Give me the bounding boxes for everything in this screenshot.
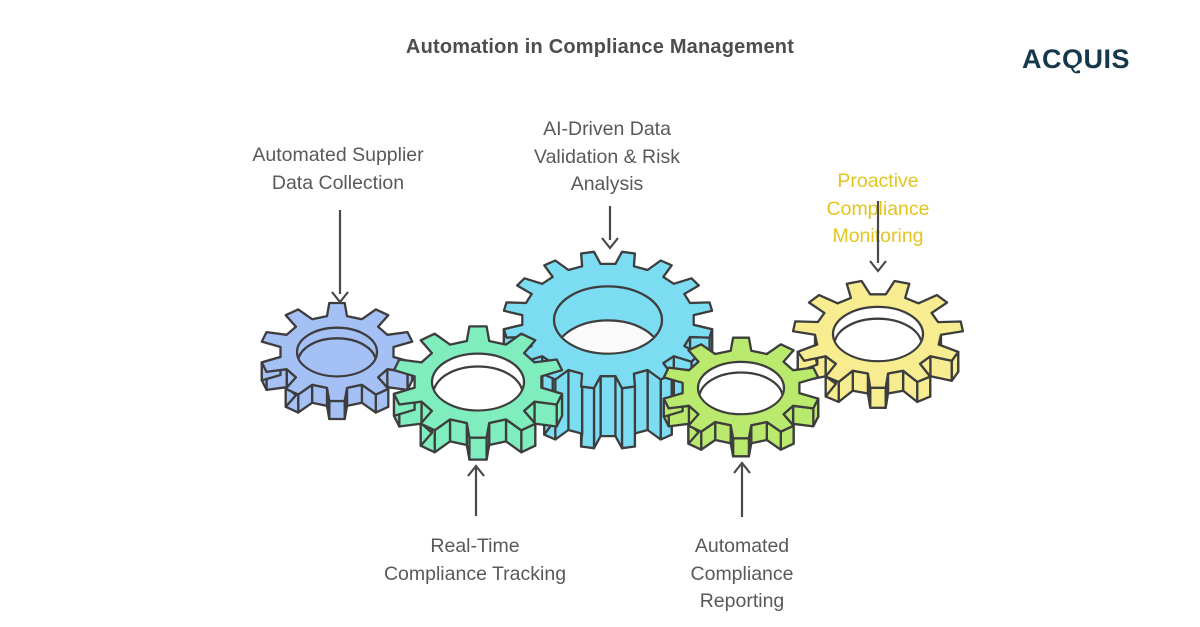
logo-q-mark-icon: Q [1061, 44, 1084, 74]
gear-supplier [260, 301, 414, 421]
arrow-up-tracking-icon [467, 464, 485, 516]
page-title: Automation in Compliance Management [405, 36, 795, 58]
gear-tracking [392, 325, 564, 461]
label-reporting: Automated Compliance Reporting [690, 535, 794, 612]
acquis-logo: ACQUIS [1022, 44, 1130, 75]
arrow-up-reporting-icon [733, 461, 751, 517]
label-tracking: Real-Time Compliance Tracking [383, 535, 567, 585]
arrow-down-monitoring-icon [869, 201, 887, 273]
gear-monitoring [791, 279, 965, 409]
arrow-down-supplier-icon [331, 210, 349, 304]
gear-reporting [662, 336, 820, 458]
arrow-down-ai-icon [601, 206, 619, 250]
logo-text-right: UIS [1083, 44, 1130, 74]
label-supplier: Automated Supplier Data Collection [252, 144, 424, 194]
label-ai: AI-Driven Data Validation & Risk Analysi… [534, 118, 680, 195]
logo-text-left: AC [1021, 44, 1062, 74]
